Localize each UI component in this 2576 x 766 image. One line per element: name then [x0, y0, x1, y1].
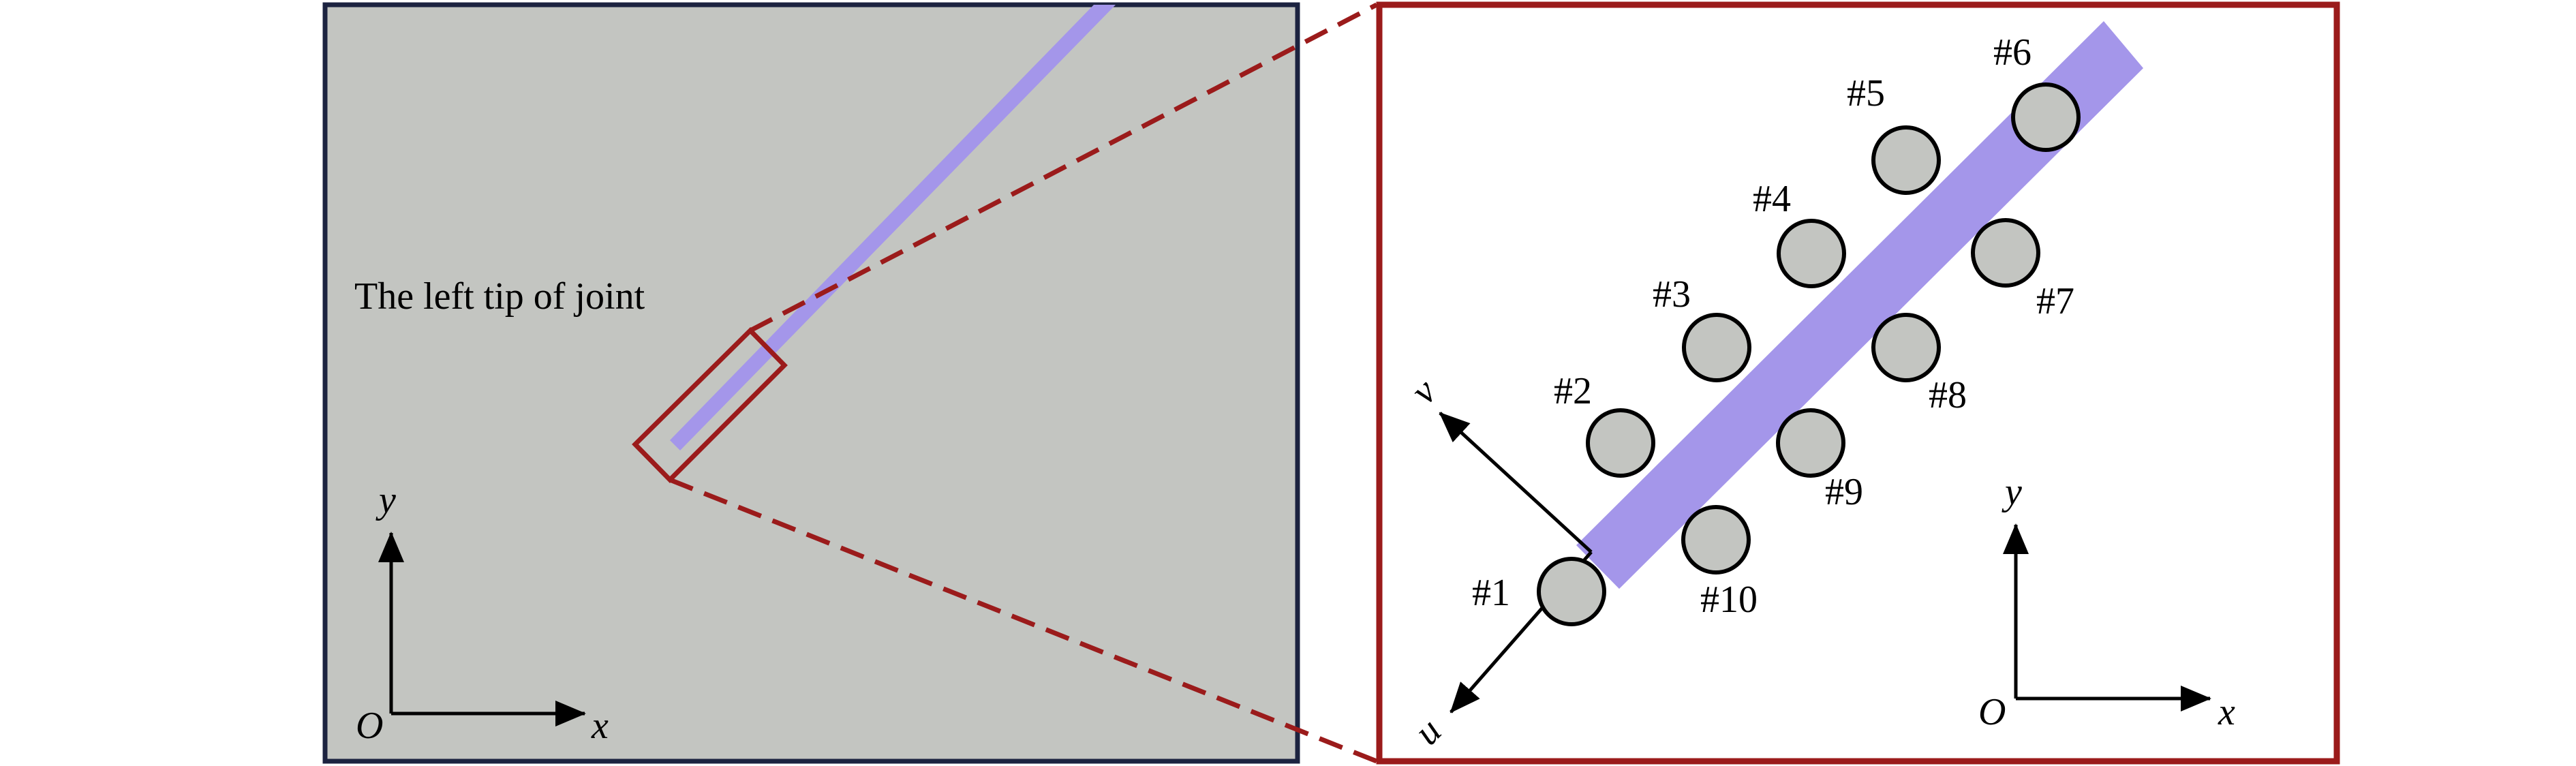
gauge-label: #10	[1700, 579, 1758, 621]
gauge-label: #9	[1825, 471, 1863, 513]
zoom-connector-bottom	[669, 477, 1378, 764]
left-axis-y-label: y	[375, 479, 396, 521]
right-axis-y-label: y	[2002, 471, 2022, 513]
gauge-labels: #1 #2 #3 #4 #5 #6 #7 #8 #9 #10	[1472, 31, 2074, 621]
right-axis-origin-label: O	[1978, 691, 2006, 733]
gauge-label: #4	[1753, 178, 1791, 220]
right-panel: v u #1 #2 #3 #4 #5 #6 #7 #8 #9 #	[1376, 1, 2340, 765]
gauge-circle	[1871, 125, 1941, 195]
left-axis-x-label: x	[591, 705, 609, 747]
gauge-label: #2	[1554, 370, 1592, 412]
gauge-circle	[2011, 82, 2081, 152]
gauge-label: #1	[1472, 572, 1510, 614]
left-axes: O x y	[356, 479, 609, 747]
right-axes: O x y	[1978, 471, 2235, 733]
gauge-label: #8	[1929, 374, 1967, 416]
gauge-label: #6	[1993, 31, 2031, 74]
joint-zoomed	[1576, 21, 2143, 589]
tip-annotation: The left tip of joint	[354, 275, 645, 318]
gauge-circle	[1777, 219, 1846, 288]
local-axis-v-arrow	[1439, 412, 1593, 553]
joint-line	[670, 5, 1116, 450]
zoom-panel-frame	[1376, 1, 2340, 765]
left-axis-origin-label: O	[356, 705, 383, 747]
gauge-circle	[1776, 408, 1845, 478]
gauge-circle	[1871, 313, 1941, 382]
left-panel-background	[325, 5, 1298, 761]
gauges	[1537, 82, 2081, 626]
gauge-circle	[1537, 557, 1606, 626]
left-panel-border	[322, 2, 1300, 764]
left-panel: The left tip of joint O x y	[322, 2, 1300, 764]
gauge-label: #3	[1653, 273, 1691, 316]
gauge-circle	[1971, 218, 2040, 288]
zoom-connectors	[669, 2, 1378, 764]
zoom-connector-top	[749, 2, 1378, 333]
right-panel-border	[1379, 5, 2337, 761]
gauge-label: #5	[1847, 72, 1885, 114]
gauge-circle	[1681, 505, 1751, 574]
gauge-circle	[1586, 408, 1655, 478]
gauge-label: #7	[2036, 280, 2074, 322]
right-axis-x-label: x	[2218, 691, 2235, 733]
gauge-circle	[1682, 313, 1751, 382]
